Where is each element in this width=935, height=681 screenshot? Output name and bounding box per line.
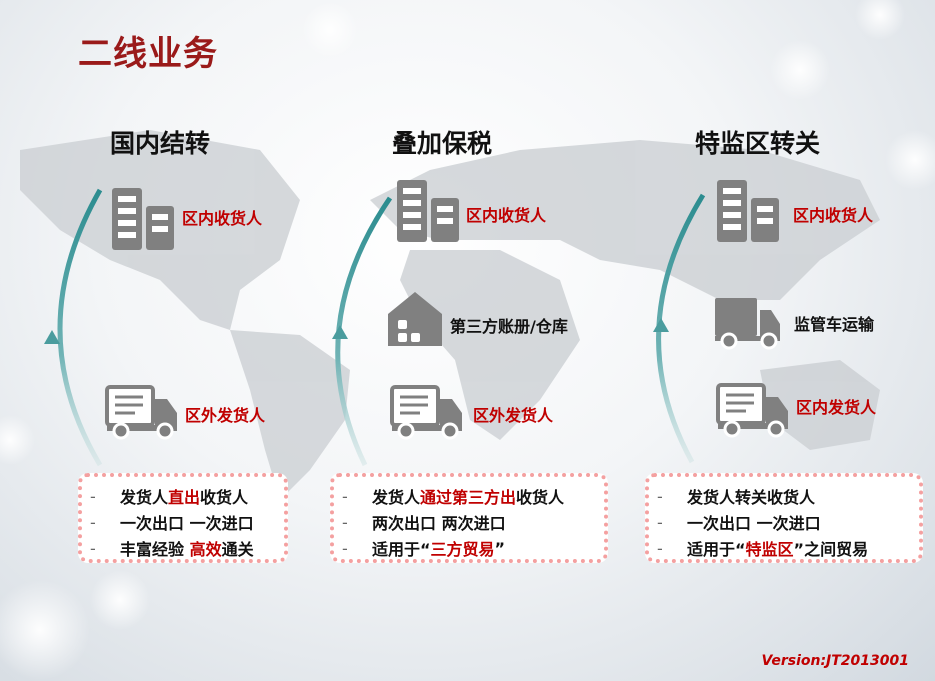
- label-consignee-in-zone: 区内收货人: [466, 206, 547, 225]
- bullet-text: 适用于“: [687, 540, 746, 559]
- bullet-text: 两次出口 两次进口: [372, 514, 506, 533]
- building-icon: [717, 180, 779, 242]
- bullet-text: 收货人: [200, 488, 249, 507]
- bullet-item: - 发货人通过第三方出收货人: [342, 483, 604, 509]
- dash-marker: -: [657, 538, 663, 558]
- highlight-text: 特监区: [745, 540, 794, 559]
- flow-arc-2: [335, 196, 393, 467]
- bullet-text: 发货人转关收货人: [687, 488, 816, 507]
- bullet-text: 一次出口 一次进口: [120, 514, 254, 533]
- warehouse-icon: [388, 292, 442, 346]
- heading-domestic-transfer: 国内结转: [110, 129, 211, 158]
- bullet-item: - 两次出口 两次进口: [342, 509, 604, 535]
- building-icon: [397, 180, 459, 242]
- label-shipper-out-zone: 区外发货人: [473, 406, 554, 425]
- dash-marker: -: [90, 538, 96, 558]
- building-icon: [112, 188, 174, 250]
- bullet-text: 适用于“: [372, 540, 431, 559]
- bullet-item: - 适用于“三方贸易”: [342, 535, 604, 561]
- highlight-text: 高效: [189, 540, 222, 559]
- arrow-up-icon: [44, 330, 60, 344]
- bullet-text: 一次出口 一次进口: [687, 514, 821, 533]
- flow-arc-1: [57, 188, 103, 467]
- summary-box-1: - 发货人直出收货人 - 一次出口 一次进口 - 丰富经验 高效通关: [78, 473, 288, 563]
- label-supervised-transport: 监管车运输: [794, 315, 875, 334]
- bullet-item: - 适用于“特监区”之间贸易: [657, 535, 919, 561]
- bullet-item: - 发货人直出收货人: [90, 483, 284, 509]
- label-consignee-in-zone: 区内收货人: [793, 206, 874, 225]
- highlight-text: 直出: [168, 488, 201, 507]
- bullet-item: - 丰富经验 高效通关: [90, 535, 284, 561]
- arrow-up-icon: [332, 325, 348, 339]
- label-consignee-in-zone: 区内收货人: [182, 209, 263, 228]
- bullet-text: 发货人: [372, 488, 421, 507]
- summary-box-2: - 发货人通过第三方出收货人 - 两次出口 两次进口 - 适用于“三方贸易”: [330, 473, 608, 563]
- dash-marker: -: [657, 512, 663, 532]
- bullet-text: 收货人: [516, 488, 565, 507]
- version-label: Version:JT2013001: [761, 653, 909, 669]
- summary-box-3: - 发货人转关收货人 - 一次出口 一次进口 - 适用于“特监区”之间贸易: [645, 473, 923, 563]
- delivery-truck-icon: [716, 383, 788, 438]
- bullet-item: - 一次出口 一次进口: [90, 509, 284, 535]
- page-title: 二线业务: [78, 34, 218, 74]
- bullet-text: 发货人: [120, 488, 169, 507]
- highlight-text: 通过第三方出: [420, 488, 517, 507]
- bullet-text: 通关: [221, 540, 254, 559]
- heading-overlay-bonded: 叠加保税: [392, 129, 493, 158]
- heading-special-zone-transfer: 特监区转关: [695, 129, 821, 158]
- dash-marker: -: [342, 512, 348, 532]
- delivery-truck-icon: [105, 385, 177, 440]
- highlight-text: 三方贸易: [430, 540, 495, 559]
- bullet-text: 丰富经验: [120, 540, 190, 559]
- delivery-truck-icon: [390, 385, 462, 440]
- dash-marker: -: [90, 486, 96, 506]
- dash-marker: -: [342, 538, 348, 558]
- label-shipper-in-zone: 区内发货人: [796, 398, 877, 417]
- bullet-item: - 一次出口 一次进口: [657, 509, 919, 535]
- dash-marker: -: [657, 486, 663, 506]
- dash-marker: -: [90, 512, 96, 532]
- supervised-truck-icon: [715, 298, 780, 350]
- bullet-text: ”之间贸易: [793, 540, 869, 559]
- label-third-party-warehouse: 第三方账册/仓库: [450, 317, 568, 336]
- dash-marker: -: [342, 486, 348, 506]
- bullet-item: - 发货人转关收货人: [657, 483, 919, 509]
- bullet-text: ”: [494, 538, 506, 558]
- label-shipper-out-zone: 区外发货人: [185, 406, 266, 425]
- arrow-up-icon: [653, 318, 669, 332]
